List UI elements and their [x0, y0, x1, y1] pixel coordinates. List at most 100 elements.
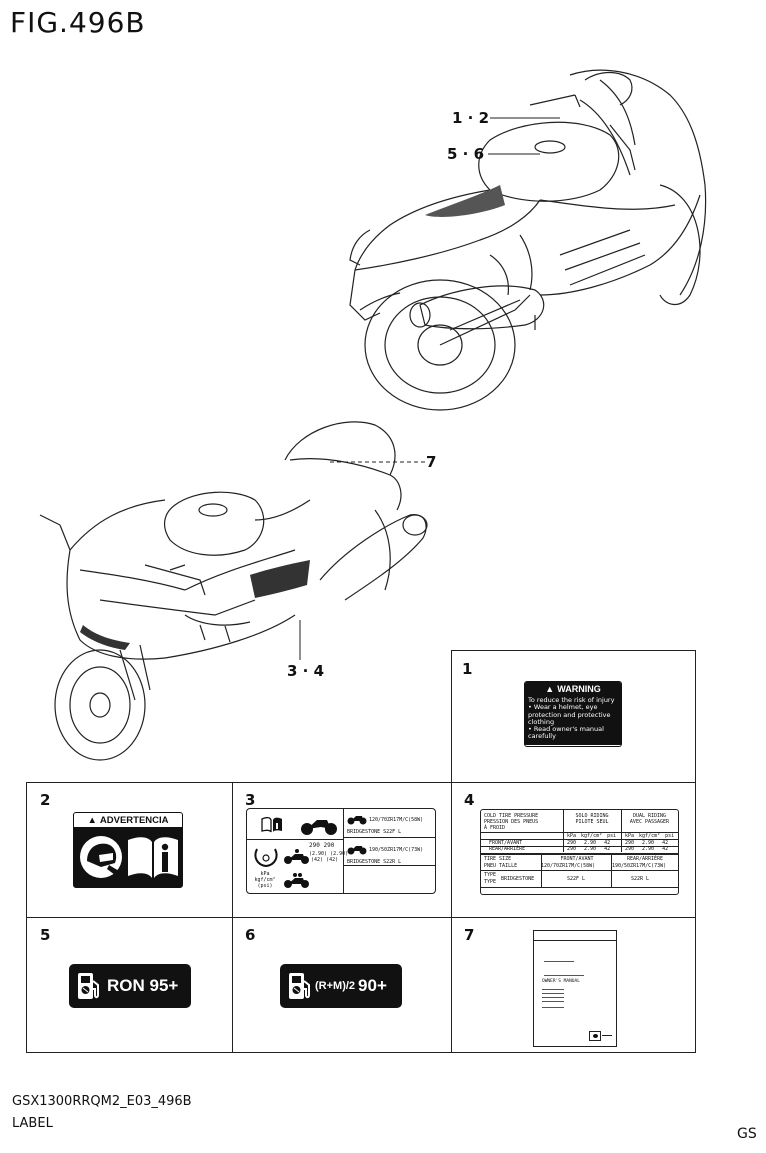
psi-unit: psi	[665, 833, 675, 839]
grid-row-3	[26, 1052, 696, 1053]
warning-label: ▲ WARNING To reduce the risk of injury •…	[524, 681, 622, 747]
advertencia-label: ▲ ADVERTENCIA	[73, 812, 183, 888]
grid-border-right	[695, 650, 696, 1053]
fuel-pump-icon	[78, 973, 99, 999]
pressure-value: 42	[604, 846, 611, 852]
solo-riding: SOLO RIDING	[575, 813, 609, 819]
octane-value: 90+	[358, 976, 387, 995]
warning-line-2: • Wear a helmet, eye	[528, 703, 598, 712]
warning-line-6: carefully	[528, 732, 556, 741]
front-tire-icon	[347, 816, 367, 825]
cell-number-2: 2	[40, 791, 51, 809]
pressure-value: (2.90)	[330, 851, 349, 857]
pressure-value: 42	[662, 846, 669, 852]
pressure-value: 290	[567, 840, 577, 846]
pilote-seul: PILOTE SEUL	[575, 819, 609, 825]
manual-icon	[128, 837, 178, 878]
warning-heading: WARNING	[557, 683, 601, 694]
pressure-value: 2.90	[584, 846, 597, 852]
rear-tire-size: 190/50ZR17M/C(73W)	[369, 847, 424, 853]
kgf-unit: kgf/cm²	[254, 877, 276, 883]
cell-number-1: 1	[462, 660, 473, 678]
front-tire-type: S22F L	[567, 876, 586, 882]
front-tire-size: 120/70ZR17M/C(58W)	[541, 863, 596, 869]
pressure-value: 290	[567, 846, 577, 852]
rider-passenger-icon	[284, 873, 309, 888]
tire-gauge-icon	[254, 848, 278, 868]
pressure-value: 2.90	[642, 840, 655, 846]
tire-brand: BRIDGESTONE	[501, 876, 535, 882]
type-heading-fr: TYPE	[484, 879, 497, 885]
rear-arriere-row: REAR/ARRIÈRE	[489, 846, 526, 852]
pressure-value: 2.90	[642, 846, 655, 852]
cell-number-4: 4	[464, 791, 475, 809]
pressure-value: (42)	[311, 857, 324, 863]
cold-tire-heading: COLD TIRE PRESSURE	[484, 813, 539, 819]
tire-size-heading: TIRE SIZE	[484, 856, 512, 862]
grid-col-1	[232, 782, 233, 1053]
grid-col-0	[26, 782, 27, 1053]
cell-number-5: 5	[40, 926, 51, 944]
grid-border-top-1	[451, 650, 696, 651]
kgf-unit: kgf/cm²	[581, 833, 603, 839]
fuel-ron-label: RON 95+	[69, 964, 191, 1008]
grid-col-2	[451, 782, 452, 1053]
motorcycle-icon	[301, 820, 337, 835]
pressure-value: 290	[625, 846, 635, 852]
kpa-unit: kPa	[567, 833, 577, 839]
rear-arriere-col: REAR/ARRIÈRE	[626, 856, 664, 862]
fuel-pump-icon	[289, 973, 310, 999]
cell-number-6: 6	[245, 926, 256, 944]
type-heading: TYPE	[484, 872, 497, 878]
warning-line-5: • Read owner's manual	[528, 725, 604, 734]
figure-code: GSX1300RRQM2_E03_496B	[12, 1094, 192, 1109]
tire-pictogram-label: kPa kgf/cm² (psi) 290 290 (2.90) (2.90) …	[246, 808, 436, 894]
front-avant-row: FRONT/AVANT	[489, 840, 523, 846]
warning-triangle-icon: ▲	[87, 814, 97, 826]
rear-tire-size: 190/50ZR17M/C(73W)	[612, 863, 667, 869]
figure-title: FIG.496B	[10, 6, 146, 39]
ron-text: RON 95+	[107, 976, 179, 995]
a-froid-heading: À FROID	[484, 825, 506, 831]
kpa-unit: kPa	[260, 871, 270, 877]
manual-logo-icon	[589, 1031, 601, 1041]
callout-7: 7	[426, 453, 437, 471]
rider-icon	[284, 849, 309, 864]
grid-row-1	[26, 782, 696, 783]
advertencia-heading: ADVERTENCIA	[99, 814, 169, 826]
pressure-value: 2.90	[584, 840, 597, 846]
kgf-unit: kgf/cm²	[639, 833, 661, 839]
pressure-value: (42)	[326, 857, 339, 863]
owners-manual-title: OWNER'S MANUAL	[542, 979, 580, 984]
rear-tire-type: S22R L	[631, 876, 650, 882]
tire-pressure-label: COLD TIRE PRESSURE PRESSION DES PNEUS À …	[480, 809, 679, 895]
callout-3-4: 3 · 4	[287, 662, 325, 680]
warning-triangle-icon: ▲	[545, 683, 555, 694]
avec-passager: AVEC PASSAGER	[629, 819, 670, 825]
warning-line-3: protection and protective	[528, 710, 611, 719]
pressure-value: 290	[309, 842, 320, 849]
psi-unit: psi	[607, 833, 617, 839]
front-tire-size: 120/70ZR17M/C(58W)	[369, 817, 424, 823]
warning-line-1: To reduce the risk of injury	[528, 696, 615, 704]
cell-number-7: 7	[464, 926, 475, 944]
front-tire-brand: BRIDGESTONE S22F L	[347, 829, 402, 835]
grid-row-2	[26, 917, 696, 918]
callout-5-6: 5 · 6	[447, 145, 485, 163]
pressure-value: 42	[604, 840, 611, 846]
kpa-unit: kPa	[625, 833, 635, 839]
motorcycle-front-illustration	[39, 421, 428, 761]
psi-unit: (psi)	[257, 883, 273, 889]
rear-tire-icon	[347, 846, 367, 855]
pneu-taille-heading: PNEU TAILLE	[484, 863, 518, 869]
manual-icon	[261, 817, 282, 833]
cell-number-3: 3	[245, 791, 256, 809]
warning-line-4: clothing	[528, 717, 555, 726]
motorcycle-rear-illustration	[349, 69, 707, 411]
pressure-value: (2.90)	[309, 851, 328, 857]
rear-tire-brand: BRIDGESTONE S22R L	[347, 859, 402, 865]
pression-heading: PRESSION DES PNEUS	[484, 819, 539, 825]
fuel-rm-label: (R+M)/2 90+	[280, 964, 402, 1008]
rm-text: (R+M)/2	[315, 980, 356, 992]
dual-riding: DUAL RIDING	[632, 813, 667, 819]
